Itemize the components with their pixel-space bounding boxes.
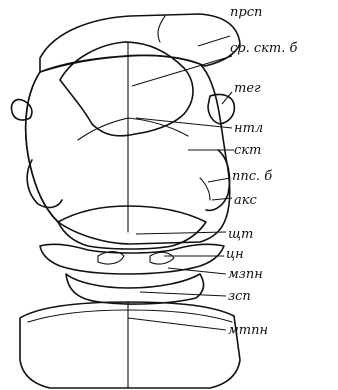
label-mzpn: мзпн bbox=[228, 267, 263, 282]
axillary-left bbox=[27, 160, 62, 207]
label-skt: скт bbox=[234, 143, 261, 158]
tegula-right bbox=[208, 94, 234, 124]
axillary-right bbox=[200, 150, 230, 210]
label-aks: акс bbox=[234, 193, 258, 208]
label-ntl: нтл bbox=[234, 121, 263, 136]
label-prsp: прсп bbox=[230, 5, 262, 20]
label-zsp: зсп bbox=[228, 289, 251, 304]
label-tsn: цн bbox=[226, 247, 244, 262]
propodeum bbox=[20, 302, 240, 388]
label-shcht: щт bbox=[228, 227, 253, 242]
label-teg: тег bbox=[234, 81, 261, 96]
label-sr-skt-b: ср. скт. б bbox=[230, 41, 298, 56]
labels: прсп ср. скт. б тег нтл скт ппс. б акс щ… bbox=[226, 5, 298, 338]
tegula-left bbox=[11, 100, 31, 120]
label-pps-b: ппс. б bbox=[232, 169, 272, 184]
label-mtpn: мтпн bbox=[228, 323, 268, 338]
leader-lines bbox=[128, 36, 234, 330]
